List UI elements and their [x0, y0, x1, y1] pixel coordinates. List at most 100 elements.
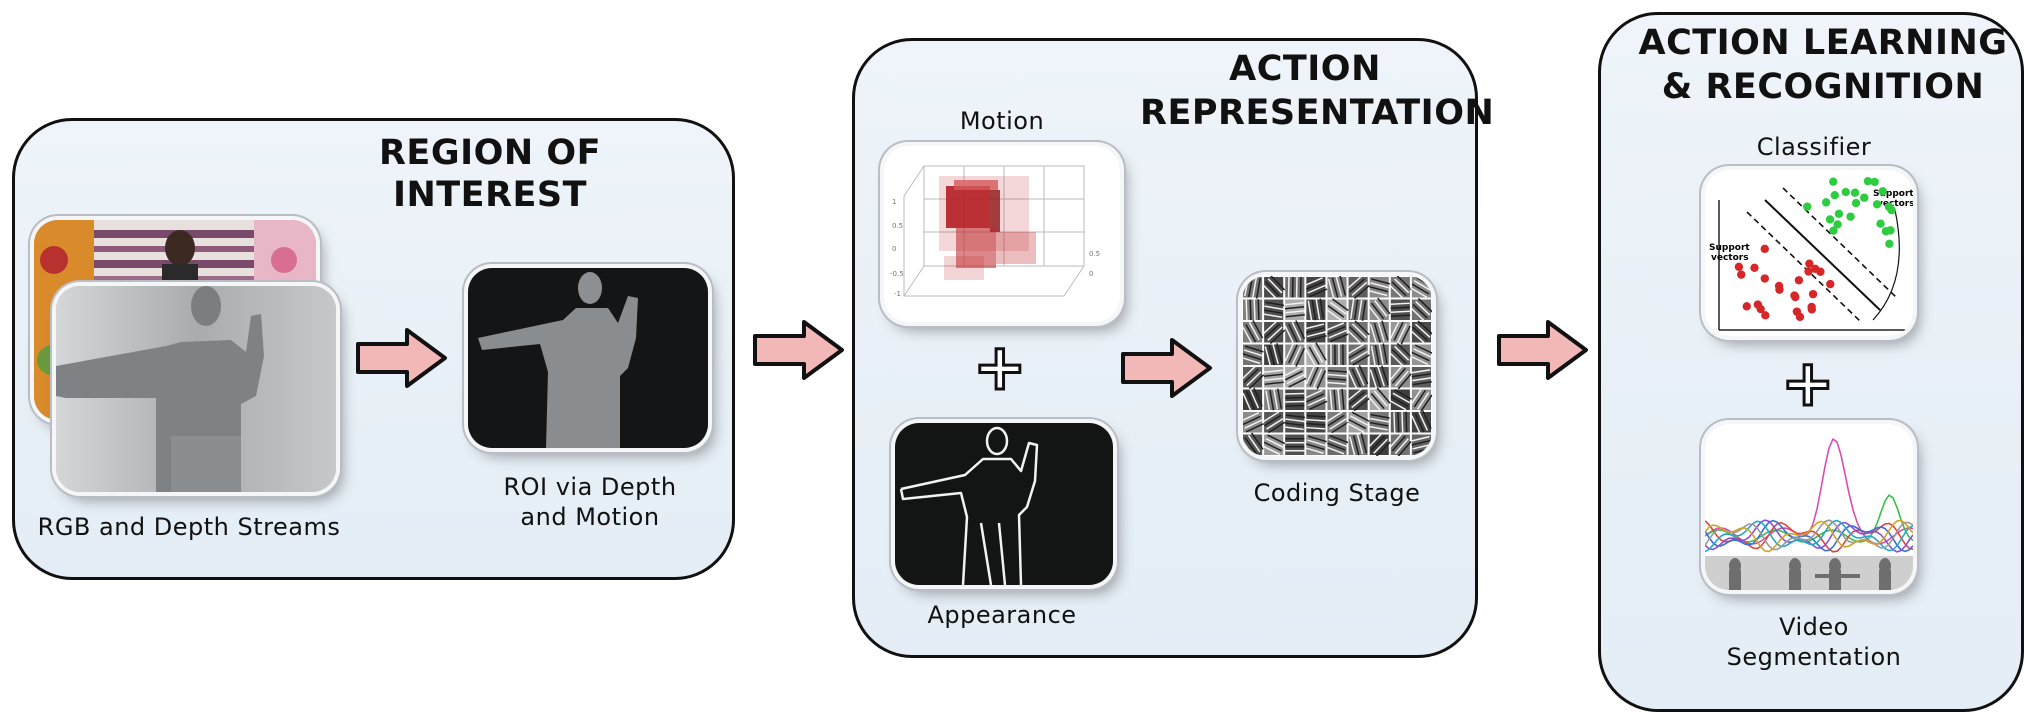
dictionary-patch: [1410, 321, 1432, 343]
arrow-to-learning: [1496, 318, 1591, 382]
action-representation-title-line1: ACTION: [1140, 48, 1470, 90]
plus-sign-learning: +: [1776, 352, 1840, 416]
class-a-point: [1882, 227, 1890, 235]
class-b-point: [1775, 282, 1783, 290]
class-b-point: [1793, 307, 1801, 315]
dictionary-patch: [1242, 345, 1263, 366]
svm-classifier-plot: Support vectors Support vectors: [1705, 170, 1913, 336]
appearance-label: Appearance: [902, 600, 1102, 631]
class-b-point: [1737, 270, 1745, 278]
class-a-point: [1873, 200, 1881, 208]
coding-stage-dictionary-image: [1242, 276, 1432, 456]
class-a-point: [1887, 206, 1895, 214]
dictionary-patch: [1285, 390, 1304, 411]
class-b-point: [1808, 305, 1816, 313]
coding-stage-label: Coding Stage: [1237, 478, 1437, 509]
dictionary-patch: [1368, 388, 1390, 411]
dictionary-patch: [1411, 367, 1432, 388]
dictionary-patch: [1263, 300, 1284, 321]
dictionary-patch: [1262, 435, 1284, 456]
video-segmentation-plot: [1705, 424, 1913, 590]
class-a-point: [1879, 187, 1887, 195]
appearance-silhouette-image: [895, 423, 1113, 585]
class-a-point: [1870, 178, 1878, 186]
class-a-point: [1803, 202, 1811, 210]
dictionary-patch: [1349, 365, 1368, 389]
svg-text:-1: -1: [894, 290, 901, 298]
dictionary-patch: [1264, 343, 1283, 366]
svg-text:0: 0: [1089, 270, 1093, 278]
dictionary-patch: [1305, 435, 1327, 456]
class-a-point: [1860, 194, 1868, 202]
class-b-point: [1795, 276, 1803, 284]
dictionary-patch: [1306, 343, 1326, 367]
dictionary-patch: [1327, 344, 1346, 365]
dictionary-patch: [1391, 412, 1410, 433]
dictionary-patch: [1370, 344, 1389, 366]
dictionary-patch: [1327, 367, 1347, 388]
dictionary-patch: [1264, 389, 1283, 411]
video-segmentation-label-line2: Segmentation: [1714, 642, 1914, 673]
dictionary-patch: [1326, 322, 1348, 343]
dictionary-patch: [1285, 320, 1304, 344]
class-a-point: [1829, 177, 1837, 185]
dictionary-patch: [1285, 300, 1305, 321]
svg-text:Support: Support: [1709, 243, 1750, 253]
class-b-point: [1761, 245, 1769, 253]
dictionary-patch: [1347, 276, 1369, 298]
dictionary-patch: [1285, 277, 1304, 298]
dictionary-patch: [1243, 388, 1262, 412]
dictionary-patch: [1389, 433, 1411, 456]
dictionary-patch: [1347, 412, 1369, 433]
dictionary-patch: [1285, 343, 1304, 367]
plus-sign-representation: +: [968, 336, 1032, 400]
dictionary-patch: [1389, 390, 1412, 411]
dictionary-patch: [1411, 388, 1432, 412]
dictionary-patch: [1263, 321, 1285, 343]
dictionary-patch: [1389, 276, 1411, 299]
action-representation-title-line2: REPRESENTATION: [1140, 92, 1470, 134]
dictionary-patch: [1242, 366, 1264, 389]
arrow-rgb-to-roi: [355, 326, 450, 390]
dictionary-patch: [1368, 433, 1390, 456]
dictionary-patch: [1391, 300, 1411, 321]
dictionary-patch: [1389, 343, 1411, 366]
dictionary-patch: [1347, 345, 1370, 366]
class-b-point: [1791, 293, 1799, 301]
dictionary-patch: [1264, 367, 1284, 388]
dictionary-patch: [1306, 365, 1325, 389]
class-a-point: [1822, 198, 1830, 206]
class-a-point: [1846, 212, 1854, 220]
dictionary-patch: [1306, 412, 1326, 433]
class-a-point: [1842, 188, 1850, 196]
motion-label: Motion: [902, 106, 1102, 137]
dictionary-patch: [1305, 322, 1326, 343]
class-b-point: [1804, 267, 1812, 275]
class-b-point: [1809, 290, 1817, 298]
svg-text:vectors: vectors: [1877, 199, 1913, 209]
dictionary-patch: [1347, 389, 1369, 411]
class-a-point: [1852, 199, 1860, 207]
dictionary-patch: [1370, 366, 1389, 389]
dictionary-patch: [1327, 276, 1346, 299]
class-a-point: [1831, 191, 1839, 199]
roi-caption-line1: ROI via Depth: [470, 472, 710, 503]
dictionary-patch: [1306, 299, 1325, 321]
roi-depth-motion-image: [468, 268, 708, 448]
class-a-point: [1851, 188, 1859, 196]
dictionary-patch: [1412, 410, 1431, 434]
classifier-label: Classifier: [1714, 132, 1914, 163]
rgb-depth-streams-caption: RGB and Depth Streams: [34, 512, 344, 543]
dictionary-patch: [1285, 435, 1304, 456]
svg-text:-0.5: -0.5: [890, 270, 904, 278]
class-a-point: [1885, 240, 1893, 248]
dictionary-patch: [1243, 320, 1263, 344]
svg-text:vectors: vectors: [1711, 253, 1749, 263]
region-of-interest-title: REGION OF INTEREST: [290, 132, 690, 216]
svg-text:0: 0: [892, 245, 896, 253]
action-learning-title-line1: ACTION LEARNING: [1628, 22, 2018, 64]
dictionary-patch: [1347, 321, 1369, 344]
dictionary-patch: [1349, 299, 1368, 321]
dictionary-patch: [1370, 321, 1389, 344]
